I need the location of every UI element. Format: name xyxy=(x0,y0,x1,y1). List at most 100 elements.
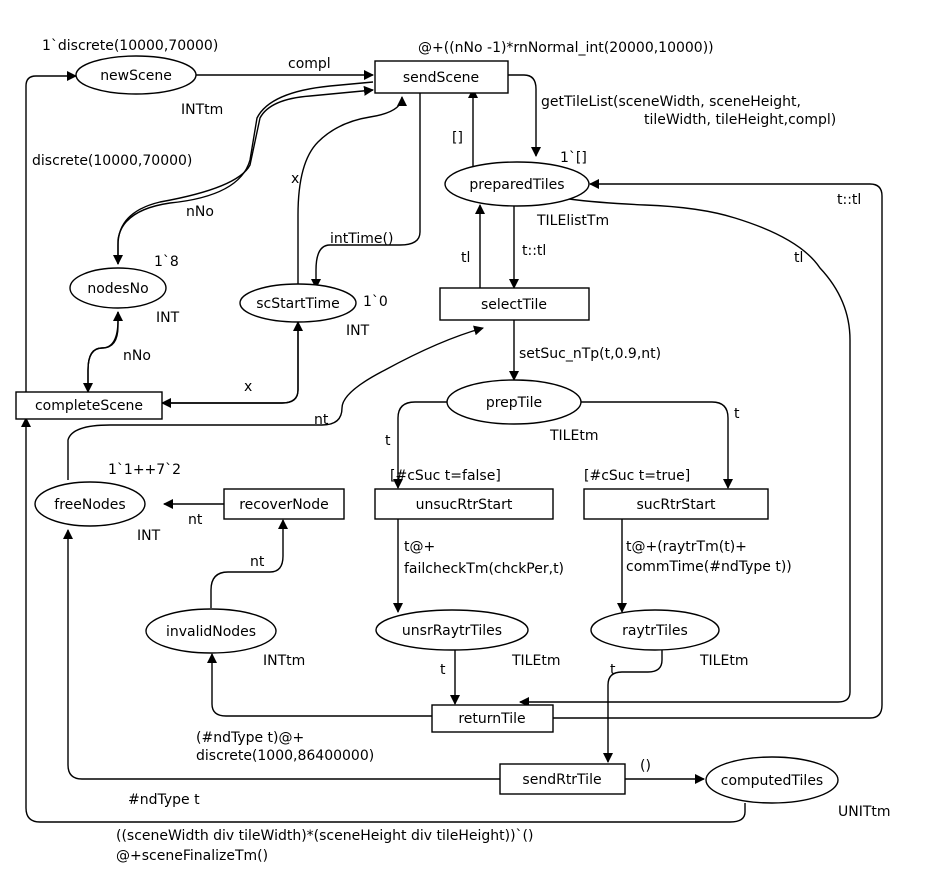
arc-label-compl: compl xyxy=(288,56,331,72)
place-scStartTime-label: scStartTime xyxy=(256,296,339,312)
arc-scStartTime-sendScene xyxy=(297,96,407,285)
place-scStartTime xyxy=(239,283,357,323)
transition-completeScene xyxy=(15,391,163,420)
place-raytrTiles xyxy=(590,609,720,651)
arc-label-tl-right: tl xyxy=(794,250,803,266)
arc-sendScene-nodesNo xyxy=(113,81,374,265)
arc-label-t-left: t xyxy=(385,433,391,449)
arc-label-intTime: intTime() xyxy=(330,231,393,247)
arc-sendScene-preparedTiles xyxy=(508,74,541,157)
arc-nodesNo-sendScene xyxy=(117,85,374,264)
arc-label-x-top: x xyxy=(291,171,299,187)
arc-label-t-right: t xyxy=(734,406,740,422)
arc-label-nt-up: nt xyxy=(314,412,329,428)
transition-selectTile xyxy=(439,287,590,321)
arc-label-unit: () xyxy=(640,758,651,774)
transition-unsucRtrStart-label: unsucRtrStart xyxy=(416,497,513,513)
arc-label-ndType-1: (#ndType t)@+ xyxy=(196,730,304,746)
arc-scStartTime-completeScene xyxy=(161,320,299,408)
computedTiles-type: UNITtm xyxy=(838,804,891,820)
transition-completeScene-label: completeScene xyxy=(35,398,143,414)
arc-returnTile-invalidNodes xyxy=(207,653,432,717)
place-nodesNo xyxy=(69,267,167,309)
place-invalidNodes-label: invalidNodes xyxy=(166,624,256,640)
transition-unsucRtrStart xyxy=(374,488,554,520)
arc-label-finalize-2: @+sceneFinalizeTm() xyxy=(116,848,268,864)
preparedTiles-type: TILElistTm xyxy=(536,213,609,229)
sendScene-delay: @+((nNo -1)*rnNormal_int(20000,10000)) xyxy=(418,40,714,56)
place-computedTiles-label: computedTiles xyxy=(721,773,823,789)
arc-label-finalize-1: ((sceneWidth div tileWidth)*(sceneHeight… xyxy=(116,828,533,844)
arc-prepTile-unsucRtrStart xyxy=(393,401,450,489)
place-preparedTiles xyxy=(444,161,590,207)
prepTile-type: TILEtm xyxy=(549,428,598,444)
scStartTime-init: 1`0 xyxy=(363,294,388,310)
arc-label-ndType-2: discrete(1000,86400000) xyxy=(196,748,374,764)
transition-recoverNode-label: recoverNode xyxy=(239,497,329,513)
arc-raytrTiles-sendRtrTile xyxy=(603,650,663,763)
transition-sendScene-label: sendScene xyxy=(403,70,479,86)
place-preparedTiles-label: preparedTiles xyxy=(469,177,564,193)
arc-label-nt-free: nt xyxy=(188,512,203,528)
arc-label-failcheck-1: t@+ xyxy=(404,539,435,555)
arc-completeScene-scStartTime xyxy=(162,321,303,404)
place-computedTiles xyxy=(705,756,839,804)
arc-label-t-raytr: t xyxy=(610,662,616,678)
arc-label-getTileList-2: tileWidth, tileHeight,compl) xyxy=(644,112,836,128)
arc-label-tt-right: t::tl xyxy=(837,192,861,208)
transition-returnTile xyxy=(431,704,554,733)
arc-label-ndType-free: #ndType t xyxy=(128,792,200,808)
scStartTime-type: INT xyxy=(346,323,370,339)
transition-returnTile-label: returnTile xyxy=(458,711,525,727)
nodesNo-type: INT xyxy=(156,310,180,326)
arc-label-nNo-top: nNo xyxy=(186,204,214,220)
place-newScene-label: newScene xyxy=(100,68,172,84)
transition-sendRtrTile xyxy=(499,763,626,795)
arc-invalidNodes-recoverNode xyxy=(210,519,288,608)
freeNodes-init: 1`1++7`2 xyxy=(108,462,181,478)
inscriptions: 1`discrete(10000,70000) INTtm @+((nNo -1… xyxy=(32,38,891,864)
arc-label-tt-down: t::tl xyxy=(522,243,546,259)
arc-label-empty-list: [] xyxy=(452,130,463,146)
arc-preparedTiles-returnTile xyxy=(519,198,851,707)
place-nodesNo-label: nodesNo xyxy=(87,281,148,297)
arc-freeNodes-selectTile xyxy=(67,325,484,480)
arc-label-discrete: discrete(10000,70000) xyxy=(32,153,192,169)
sucRtrStart-guard: [#cSuc t=true] xyxy=(584,468,690,484)
raytrTiles-type: TILEtm xyxy=(699,653,748,669)
arc-label-tl-left: tl xyxy=(461,250,470,266)
place-newScene xyxy=(75,55,197,95)
nodesNo-init: 1`8 xyxy=(154,254,179,270)
freeNodes-type: INT xyxy=(137,528,161,544)
arc-label-setSuc: setSuc_nTp(t,0.9,nt) xyxy=(519,346,661,362)
preparedTiles-init: 1`[] xyxy=(560,150,587,166)
arc-completeScene-nodesNo xyxy=(87,311,123,392)
arc-label-raytr-1: t@+(raytrTm(t)+ xyxy=(626,539,747,555)
transition-recoverNode xyxy=(223,488,345,520)
place-freeNodes-label: freeNodes xyxy=(54,497,125,513)
invalidNodes-type: INTtm xyxy=(263,653,305,669)
arc-label-t-unsr: t xyxy=(440,662,446,678)
arc-label-raytr-2: commTime(#ndType t)) xyxy=(626,559,792,575)
arc-computedTiles-completeScene xyxy=(21,417,746,823)
unsrRaytrTiles-type: TILEtm xyxy=(511,653,560,669)
place-prepTile xyxy=(446,379,582,425)
transition-sendScene xyxy=(374,60,509,94)
newScene-type: INTtm xyxy=(181,102,223,118)
transition-sendRtrTile-label: sendRtrTile xyxy=(522,772,601,788)
arc-label-nt-invalid: nt xyxy=(250,554,265,570)
place-freeNodes xyxy=(34,481,146,527)
place-unsrRaytrTiles-label: unsrRaytrTiles xyxy=(402,623,502,639)
arc-prepTile-sucRtrStart xyxy=(580,401,733,489)
place-invalidNodes xyxy=(145,608,277,654)
places: newScene preparedTiles nodesNo scStartTi… xyxy=(34,55,839,804)
unsucRtrStart-guard: [#cSuc t=false] xyxy=(390,468,501,484)
place-raytrTiles-label: raytrTiles xyxy=(622,623,688,639)
transition-sucRtrStart xyxy=(583,488,769,520)
arc-label-failcheck-2: failcheckTm(chckPer,t) xyxy=(404,561,564,577)
arcs xyxy=(21,70,883,823)
arc-sendRtrTile-freeNodes xyxy=(63,529,500,780)
arc-completeScene-newScene xyxy=(25,71,77,392)
arc-returnTile-preparedTiles xyxy=(553,179,883,719)
